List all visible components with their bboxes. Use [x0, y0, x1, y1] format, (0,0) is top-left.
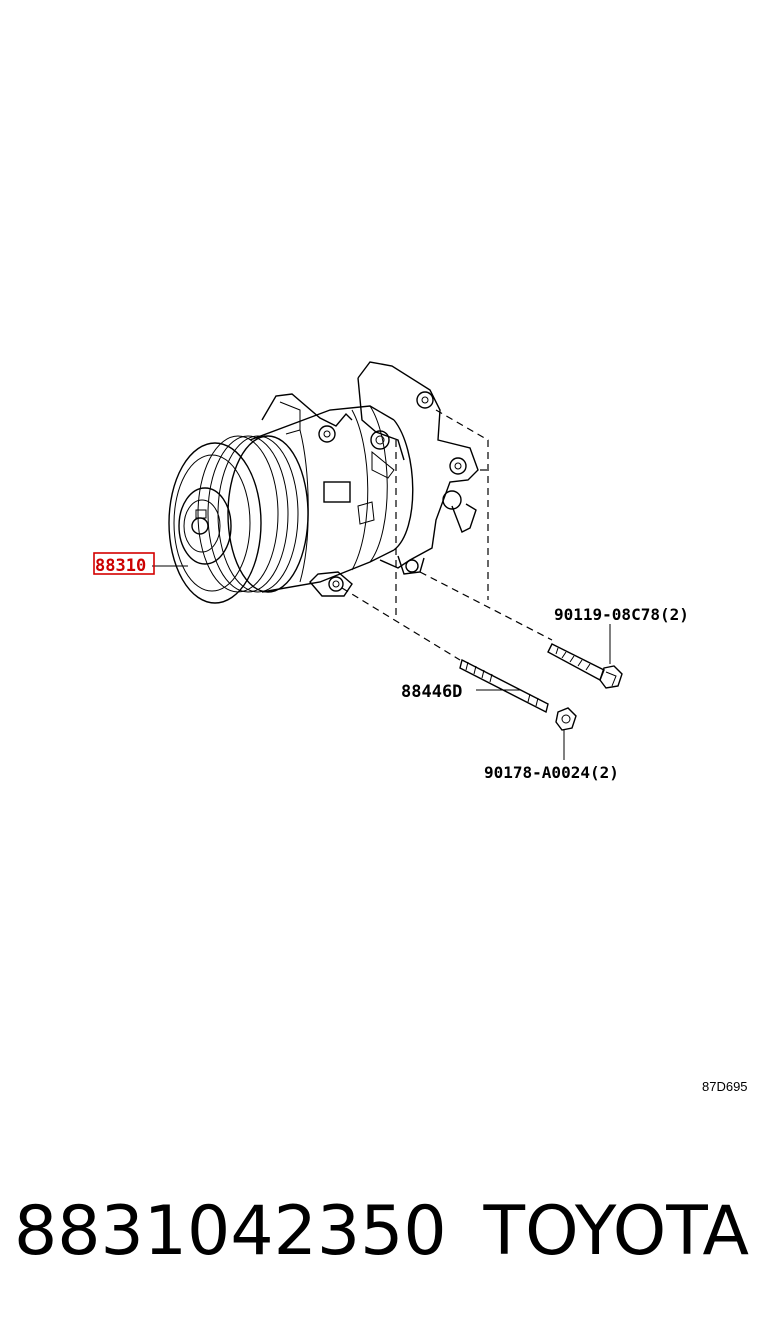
callout-compressor[interactable]: 88310 [95, 556, 146, 576]
stud-88446d-illustration [459, 658, 549, 714]
compressor-illustration [168, 361, 479, 604]
callout-stud-bolt[interactable]: 88446D [401, 682, 462, 702]
callout-nut[interactable]: 90178-A0024(2) [484, 763, 619, 782]
reference-code: 87D695 [702, 1079, 748, 1094]
footer: 8831042350 TOYOTA [14, 1190, 749, 1274]
nut-90178-illustration [555, 707, 577, 731]
part-number: 8831042350 [14, 1192, 447, 1271]
alignment-guides [341, 409, 553, 661]
brand-name: TOYOTA [483, 1192, 749, 1271]
callout-highlight-box [93, 552, 155, 575]
callout-bolt-upper[interactable]: 90119-08C78(2) [554, 605, 689, 624]
leader-lines [152, 565, 611, 760]
bolt-90119-illustration [547, 643, 623, 689]
